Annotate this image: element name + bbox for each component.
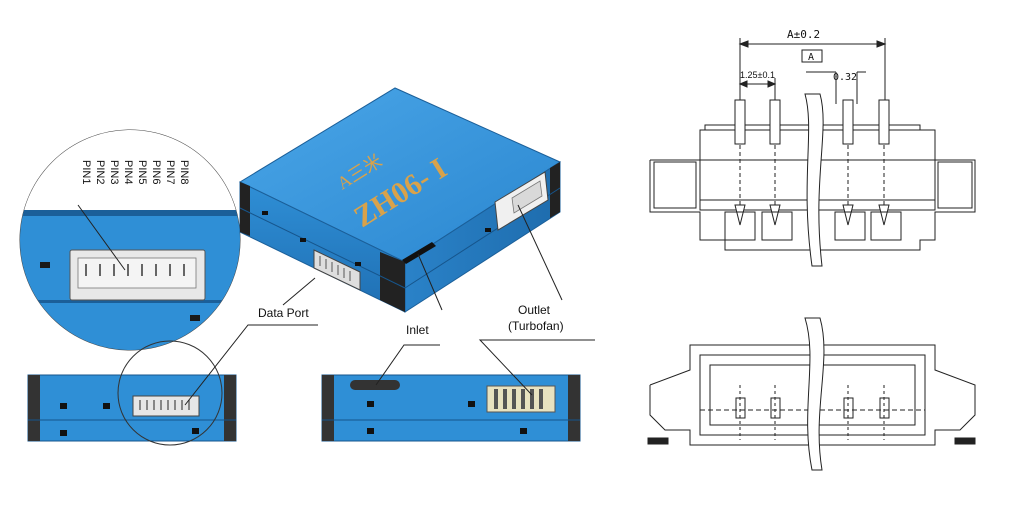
connector-drawing-bottom — [647, 317, 976, 471]
inlet-label: Inlet — [406, 323, 429, 337]
dimension-box: A — [808, 52, 814, 63]
data-port-label: Data Port — [258, 306, 309, 320]
connector-drawing-top — [649, 38, 976, 267]
pin-label: PIN5 — [136, 160, 148, 184]
dimension-total: A±0.2 — [787, 28, 820, 41]
dimension-pitch: 1.25±0.1 — [740, 70, 775, 80]
front-view-left — [27, 340, 237, 446]
dimension-pin: 0.32 — [833, 72, 857, 83]
front-view-right — [321, 374, 581, 442]
outlet-sublabel: (Turbofan) — [508, 319, 564, 333]
connector-zoom-circle — [19, 129, 241, 351]
pin-label: PIN7 — [164, 160, 176, 184]
pin-label: PIN8 — [178, 160, 190, 184]
outlet-label: Outlet — [518, 303, 551, 317]
pin-label: PIN1 — [80, 160, 92, 184]
callout-leaders — [184, 204, 595, 406]
pin-label: PIN4 — [122, 160, 134, 184]
sensor-module-3d: A三米 ZH06- I — [238, 87, 562, 313]
pin-label: PIN3 — [108, 160, 120, 184]
pin-labels: PIN1 PIN2 PIN3 PIN4 PIN5 PIN6 PIN7 PIN8 — [80, 160, 190, 184]
pin-label: PIN2 — [94, 160, 106, 184]
pin-label: PIN6 — [150, 160, 162, 184]
